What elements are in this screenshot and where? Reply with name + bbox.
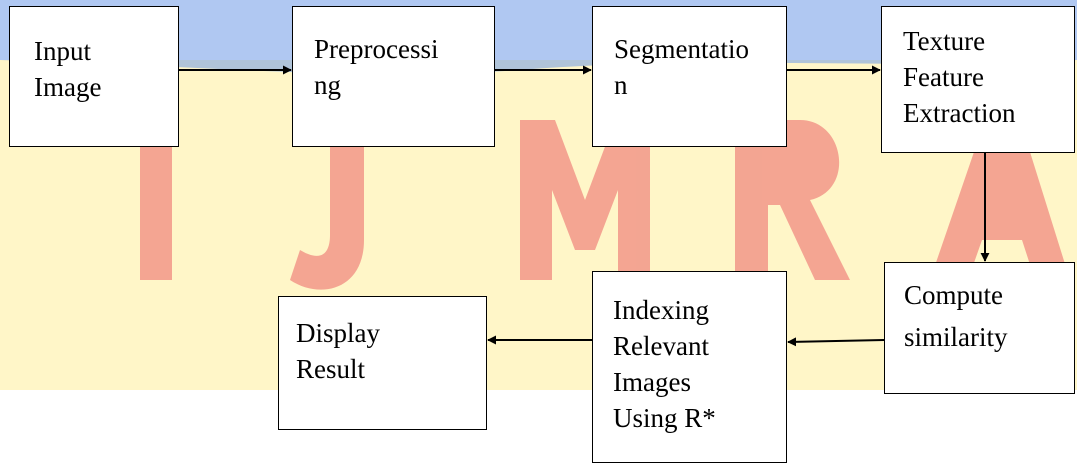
watermark-letters (140, 120, 1070, 290)
texture-label-line-2: Feature (903, 62, 984, 92)
indexing-label-line-3: Images (613, 367, 691, 397)
watermark-blue-band (0, 0, 1077, 75)
preprocessing-label-line-1: Preprocessi (314, 34, 439, 64)
segmentation-box: Segmentatio n (592, 6, 787, 147)
texture-feature-extraction-box: Texture Feature Extraction (881, 6, 1075, 153)
preprocessing-label-line-2: ng (314, 70, 341, 100)
arrow-similarity-to-indexing (787, 337, 885, 347)
texture-label-line-1: Texture (903, 26, 986, 56)
input-image-label-line-2: Image (34, 72, 102, 102)
watermark-letter-r (735, 120, 850, 280)
watermark-letter-m (520, 120, 650, 280)
display-label-line-1: Display (296, 318, 380, 348)
segmentation-label-line-1: Segmentatio (614, 34, 749, 64)
indexing-box: Indexing Relevant Images Using R* (592, 271, 787, 463)
display-label-line-2: Result (296, 354, 366, 384)
input-image-box: Input Image (9, 6, 179, 147)
watermark-letter-a (930, 120, 1070, 280)
watermark-letter-j (290, 120, 364, 290)
compute-similarity-box: Compute similarity (884, 262, 1075, 394)
display-result-box: Display Result (278, 296, 487, 430)
similarity-label-line-1: Compute (904, 280, 1003, 310)
indexing-label-line-1: Indexing (613, 295, 709, 325)
indexing-label-line-2: Relevant (613, 331, 709, 361)
preprocessing-box: Preprocessi ng (292, 6, 495, 147)
input-image-label-line-1: Input (34, 36, 91, 66)
texture-label-line-3: Extraction (903, 98, 1016, 128)
indexing-label-line-4: Using R* (613, 403, 716, 433)
segmentation-label-line-2: n (614, 70, 628, 100)
similarity-label-line-2: similarity (904, 322, 1008, 352)
